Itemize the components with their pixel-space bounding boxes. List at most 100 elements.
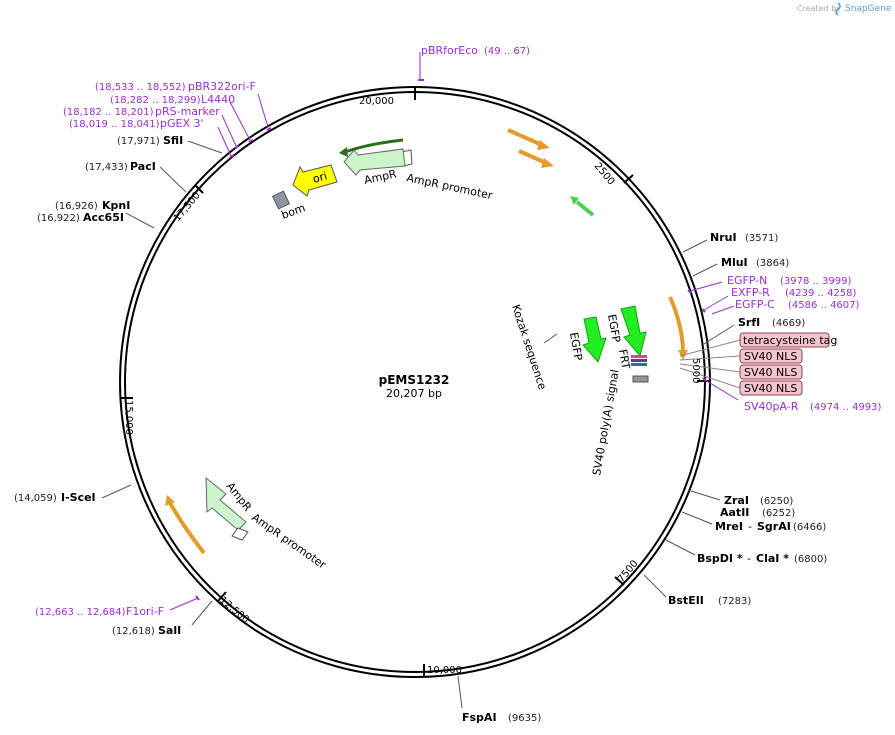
feature-sv40-nls-3[interactable]: SV40 NLS (739, 380, 803, 396)
feature-egfp-1[interactable]: EGFP (567, 316, 607, 363)
ampr-promoter-top-label: AmpR promoter (405, 171, 494, 202)
feature-ampr-bottom[interactable]: AmpR AmpR promoter (205, 476, 329, 572)
enzyme-bsteii[interactable]: BstEII (7283) (643, 574, 751, 607)
feature-sv40-polya[interactable]: SV40 poly(A) signal (590, 368, 649, 477)
enzyme-aatii[interactable]: AatII (6252) (720, 506, 795, 519)
tetracysteine-label: tetracysteine tag (743, 334, 837, 347)
tag-connectors (679, 339, 741, 389)
enzyme-i-scei[interactable]: (14,059) I-SceI (14, 484, 132, 504)
enzyme-name: Acc65I (83, 211, 124, 224)
primer-label: pBR322ori-F (188, 80, 256, 93)
enzyme-sfii[interactable]: (17,971) SfiI (117, 134, 223, 154)
feature-tetracysteine-tag[interactable]: tetracysteine tag (739, 332, 837, 348)
enzyme-zrai[interactable]: ZraI (6250) (687, 489, 793, 507)
enzyme-position: (4669) (772, 318, 805, 329)
primer-pbrforeco[interactable]: pBRforEco (49 .. 67) (418, 44, 530, 81)
feature-kozak[interactable]: Kozak sequence (509, 303, 558, 392)
enzyme-position: (3864) (756, 258, 789, 269)
feature-orange-arrow-3[interactable] (668, 296, 688, 360)
snapgene-brand: SnapGene (845, 4, 892, 14)
primer-label: pRS-marker (155, 105, 220, 118)
primer-exfp-r[interactable]: EXFP-R (4239 .. 4258) (701, 286, 857, 313)
feature-frt[interactable]: FRT (616, 348, 647, 370)
feature-ori[interactable]: ori (292, 164, 338, 197)
snapgene-logo-icon (835, 2, 841, 16)
primer-pbr322ori-f[interactable]: (18,533 .. 18,552) pBR322ori-F (95, 80, 272, 131)
enzyme-name: AatII (720, 506, 749, 519)
enzyme-name: BspDI * (697, 552, 743, 565)
feature-sv40-nls-2[interactable]: SV40 NLS (739, 364, 803, 380)
enzyme-position: (6252) (762, 508, 795, 519)
enzyme-position: (16,922) (37, 213, 80, 224)
primer-label: SV40pA-R (744, 400, 799, 413)
sv40-polya-label: SV40 poly(A) signal (590, 368, 621, 476)
enzyme-srfi[interactable]: SrfI (4669) (703, 316, 805, 345)
feature-orange-arrow-2[interactable] (518, 149, 554, 168)
frt-label: FRT (616, 348, 632, 370)
backbone-outer (119, 86, 711, 678)
enzyme-separator: - (747, 552, 751, 565)
enzyme-position: (7283) (718, 596, 751, 607)
primer-position: (18,019 .. 18,041) (69, 119, 160, 130)
enzyme-name-2: SgrAI (757, 520, 791, 533)
enzyme-position: (17,433) (85, 162, 128, 173)
enzyme-paci[interactable]: (17,433) PacI (85, 160, 187, 193)
feature-orange-arrow-4[interactable] (165, 495, 206, 555)
primer-egfp-n[interactable]: EGFP-N (3978 .. 3999) (687, 274, 852, 294)
enzyme-position: (14,059) (14, 493, 57, 504)
ampr-promoter-bottom-label: AmpR promoter (249, 511, 328, 572)
ampr-top-label: AmpR (363, 167, 398, 187)
enzyme-name: SalI (158, 624, 181, 637)
primer-egfp-c[interactable]: EGFP-C (4586 .. 4607) (711, 298, 860, 315)
feature-bom[interactable]: bom (271, 190, 307, 222)
enzyme-acc65i[interactable]: (16,922) Acc65I (37, 211, 155, 229)
enzyme-position: (17,971) (117, 136, 160, 147)
enzyme-nrui[interactable]: NruI (3571) (682, 231, 778, 253)
primer-f1ori-f[interactable]: (12,663 .. 12,684) F1ori-F (35, 595, 200, 618)
primer-pgex-3[interactable]: (18,019 .. 18,041) pGEX 3' (69, 117, 235, 158)
feature-ampr-top[interactable]: AmpR AmpR promoter (339, 138, 494, 202)
egfp-1-label: EGFP (567, 331, 585, 362)
primer-position: (18,282 .. 18,299) (110, 95, 201, 106)
primer-position: (18,533 .. 18,552) (95, 82, 186, 93)
sv40-nls-label: SV40 NLS (744, 366, 797, 379)
enzyme-sali[interactable]: (12,618) SalI (112, 600, 213, 637)
enzyme-mlui[interactable]: MluI (3864) (692, 256, 789, 277)
enzyme-separator: - (748, 520, 752, 533)
tick-12500: 12,500 (217, 595, 251, 626)
enzyme-position: (6250) (760, 496, 793, 507)
enzyme-position: (3571) (745, 233, 778, 244)
ori-label: ori (311, 169, 328, 185)
feature-orange-arrow-1[interactable] (507, 128, 550, 150)
enzyme-kpni[interactable]: (16,926) KpnI (55, 199, 130, 212)
enzyme-name: SrfI (738, 316, 760, 329)
enzyme-mrei-sgrai[interactable]: MreI - SgrAI (6466) (681, 511, 826, 533)
primer-sv40pa-r[interactable]: SV40pA-R (4974 .. 4993) (702, 377, 882, 413)
feature-egfp-2[interactable]: EGFP (605, 305, 647, 358)
enzyme-position: (16,926) (55, 201, 98, 212)
enzyme-bspdi-clai[interactable]: BspDI * - ClaI * (6800) (665, 539, 827, 565)
feature-green-arrow[interactable] (570, 196, 595, 217)
primer-label: pGEX 3' (160, 117, 204, 130)
enzyme-name: ZraI (724, 494, 749, 507)
sv40-nls-label: SV40 NLS (744, 382, 797, 395)
primer-prs-marker[interactable]: (18,182 .. 18,201) pRS-marker (63, 105, 240, 149)
enzyme-name: BstEII (668, 594, 704, 607)
enzyme-name: MreI (715, 520, 743, 533)
primer-position: (3978 .. 3999) (780, 276, 852, 287)
enzyme-position: (9635) (508, 713, 541, 724)
tick-7500: 7500 (616, 558, 641, 585)
sv40-nls-label: SV40 NLS (744, 350, 797, 363)
feature-sv40-nls-1[interactable]: SV40 NLS (739, 348, 803, 364)
enzyme-position: (6800) (794, 554, 827, 565)
kozak-label: Kozak sequence (509, 303, 549, 392)
enzyme-name: PacI (130, 160, 156, 173)
plasmid-length: 20,207 bp (386, 387, 442, 400)
primer-l4440[interactable]: (18,282 .. 18,299) L4440 (110, 93, 254, 143)
enzyme-name: I-SceI (61, 491, 96, 504)
primer-label: EGFP-C (735, 298, 775, 311)
created-by-text: Created by (797, 4, 841, 13)
egfp-2-label: EGFP (605, 313, 623, 344)
enzyme-fspai[interactable]: FspAI (9635) (457, 675, 541, 724)
